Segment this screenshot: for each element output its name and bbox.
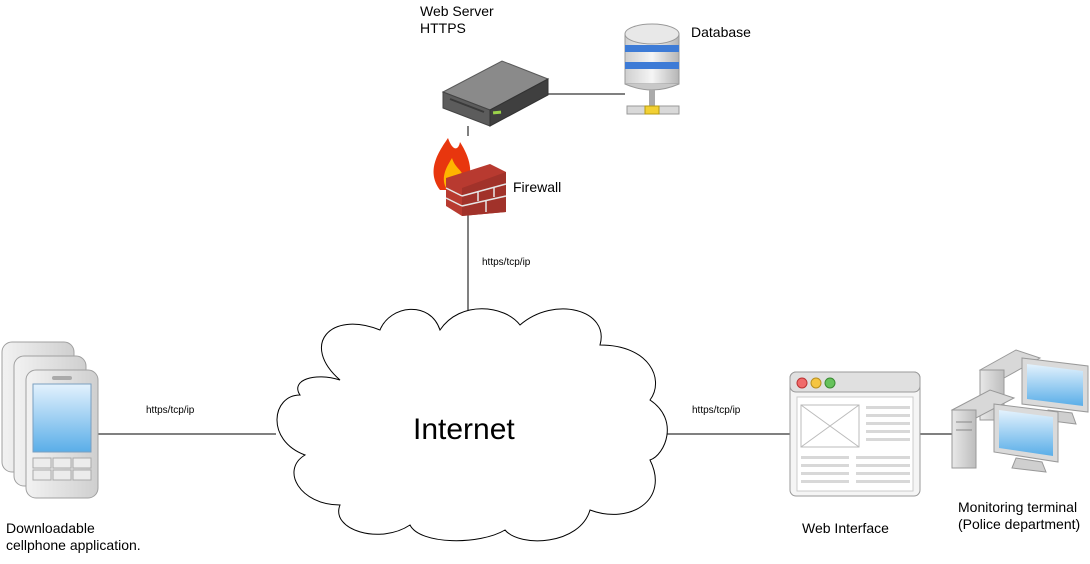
internet-cloud [276,308,668,542]
firewall-internet-connection-label: https/tcp/ip [482,257,531,268]
web-server-label: Web Server HTTPS [420,3,494,37]
phones-icon [1,341,99,499]
monitoring-label-line2: (Police department) [958,516,1081,532]
database-icon [624,23,680,115]
connection-lines [98,93,955,435]
web-interface-icon [789,371,921,497]
web-server-label-line1: Web Server [420,3,494,19]
monitoring-terminal-icon [950,349,1089,473]
phone-app-label-line2: cellphone application. [6,537,141,553]
monitoring-label: Monitoring terminal (Police department) [958,499,1080,533]
web-server-label-line2: HTTPS [420,20,466,36]
web-interface-label: Web Interface [802,520,889,536]
firewall-icon [433,138,507,216]
database-label: Database [691,24,751,40]
phone-internet-connection-label: https/tcp/ip [146,405,195,416]
monitoring-label-line1: Monitoring terminal [958,499,1078,515]
phone-app-label-line1: Downloadable [6,520,95,536]
web-server-icon [441,60,550,127]
internet-web-connection-label: https/tcp/ip [692,405,741,416]
internet-label: Internet [413,413,515,446]
firewall-label: Firewall [513,179,562,195]
phone-app-label: Downloadable cellphone application. [6,520,141,554]
